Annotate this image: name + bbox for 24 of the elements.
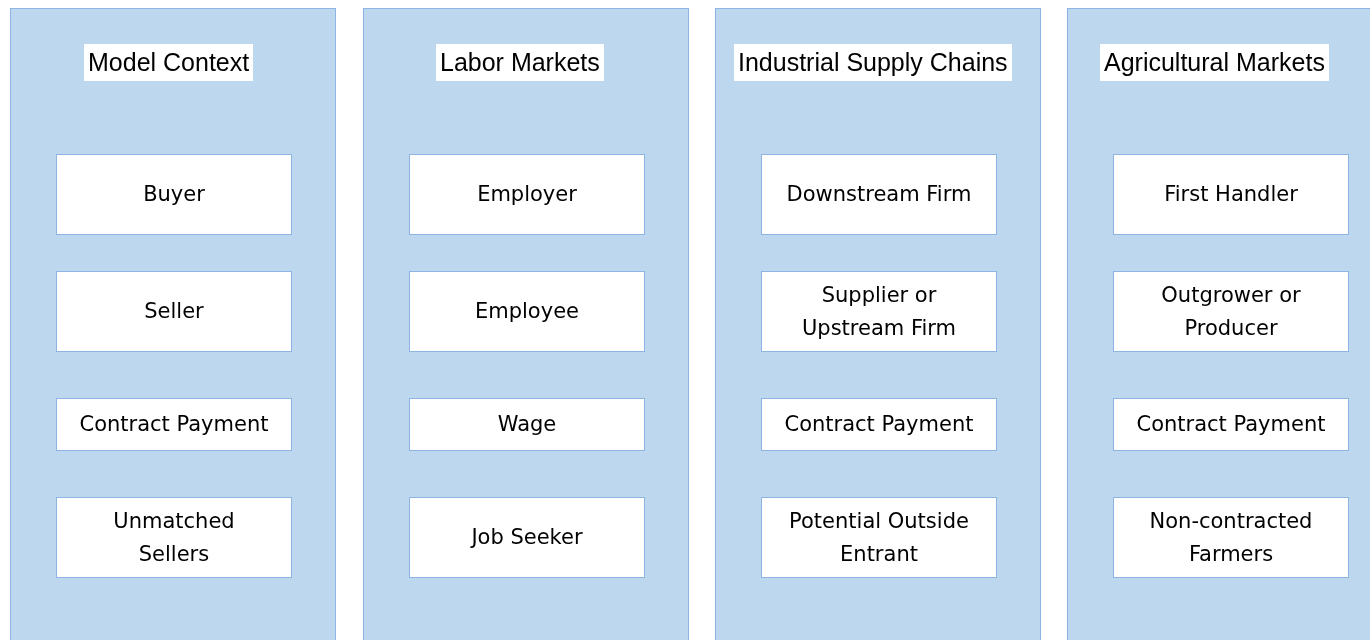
role-card: Job Seeker [409, 497, 645, 578]
column-header: Agricultural Markets [1100, 44, 1329, 81]
role-card: Contract Payment [56, 398, 292, 451]
role-card: Outgrower or Producer [1113, 271, 1349, 352]
column-header: Model Context [84, 44, 254, 81]
role-card: Potential Outside Entrant [761, 497, 997, 578]
role-card: Downstream Firm [761, 154, 997, 235]
role-card: Seller [56, 271, 292, 352]
role-card: First Handler [1113, 154, 1349, 235]
role-card: Contract Payment [761, 398, 997, 451]
column-panel [715, 8, 1041, 640]
role-card: Non-contracted Farmers [1113, 497, 1349, 578]
role-card: Employee [409, 271, 645, 352]
role-card: Contract Payment [1113, 398, 1349, 451]
role-card: Supplier or Upstream Firm [761, 271, 997, 352]
column-panel [10, 8, 336, 640]
column-panel [1067, 8, 1370, 640]
role-card: Unmatched Sellers [56, 497, 292, 578]
column-header: Industrial Supply Chains [734, 44, 1012, 81]
role-card: Buyer [56, 154, 292, 235]
role-card: Wage [409, 398, 645, 451]
column-panel [363, 8, 689, 640]
column-header: Labor Markets [436, 44, 604, 81]
role-card: Employer [409, 154, 645, 235]
